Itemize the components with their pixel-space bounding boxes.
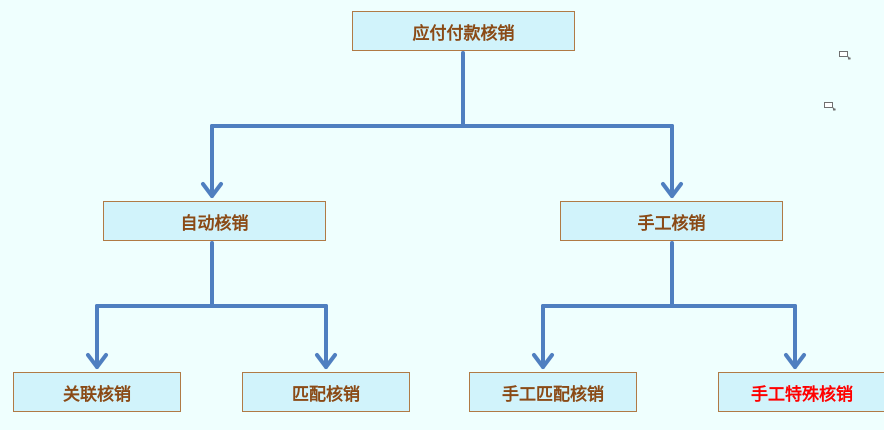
node-match-writeoff: 匹配核销 <box>242 372 410 412</box>
arrowhead-auto <box>201 182 223 198</box>
arrowhead-mspecial <box>784 353 806 369</box>
comment-icon[interactable] <box>824 102 836 111</box>
node-manual-match-writeoff: 手工匹配核销 <box>469 372 637 412</box>
node-auto-writeoff: 自动核销 <box>103 201 326 241</box>
node-related-writeoff: 关联核销 <box>13 372 181 412</box>
node-root: 应付付款核销 <box>352 11 575 51</box>
arrowhead-related <box>86 353 108 369</box>
arrowhead-match <box>315 353 337 369</box>
comment-icon[interactable] <box>839 51 851 60</box>
arrowhead-manual <box>661 182 683 198</box>
node-manual-special-writeoff: 手工特殊核销 <box>718 372 884 412</box>
node-manual-writeoff: 手工核销 <box>560 201 783 241</box>
arrowhead-mmatch <box>532 353 554 369</box>
